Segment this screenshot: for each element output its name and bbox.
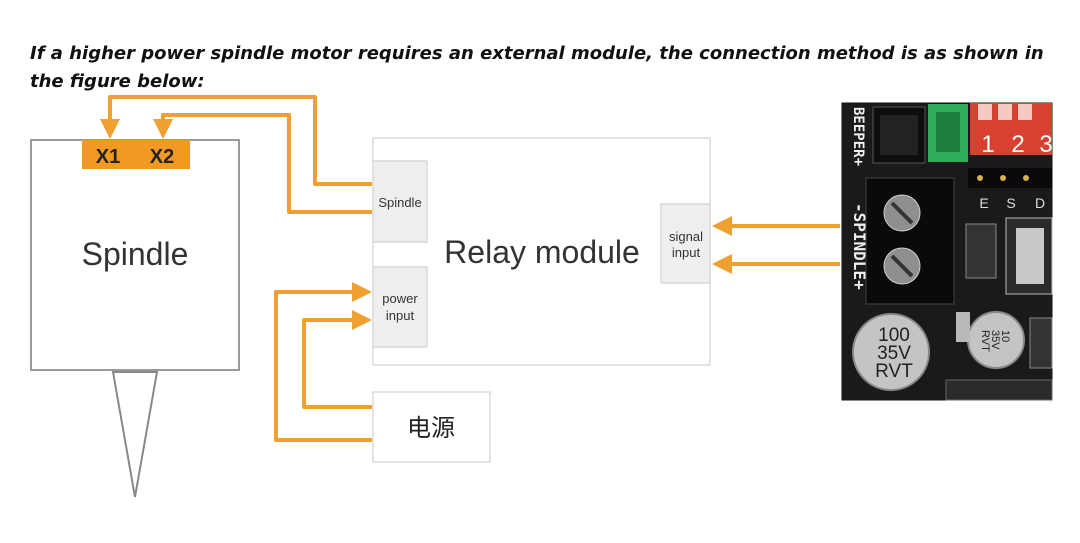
dip-number-1: 1 [981,131,994,158]
spindle-label: -SPINDLE+ [850,203,869,290]
header-letter-e: E [979,195,988,211]
wire-spindle-to-x1 [100,95,372,186]
spindle-motor: X1 X2 Spindle [30,139,240,498]
wire-power-2 [302,310,372,409]
spindle-terminal-block [82,140,190,169]
dip-number-3: 3 [1039,131,1052,158]
relay-power-port-label-1: power [382,291,418,306]
wires [100,95,840,442]
cap-small-line-3: RVT [979,330,991,352]
terminal-x2-label: X2 [150,146,174,168]
relay-signal-port [660,203,711,284]
cap-large-line-2: 35V [877,343,911,364]
spindle-title: Spindle [82,236,189,272]
wire-spindle-to-x2 [153,113,372,214]
relay-signal-port-label-1: signal [669,229,703,244]
cap-small-line-1: 10 [999,330,1011,342]
relay-power-port [372,266,428,348]
power-source-label: 电源 [407,414,455,442]
header-letter-d: D [1035,195,1045,211]
relay-power-port-label-2: input [386,308,415,323]
relay-spindle-port [372,160,428,243]
cap-large-line-1: 100 [878,325,910,346]
dip-number-2: 2 [1011,131,1024,158]
relay-module: Spindle power input signal input Relay m… [372,137,711,366]
instruction-heading: If a higher power spindle motor requires… [30,43,1044,92]
capacitor-large [852,313,930,391]
controller-board: 1 2 3 E S D BEEPER+ -SPINDLE+ 100 35V RV… [841,102,1053,401]
wire-power-1 [274,282,372,442]
terminal-x1-label: X1 [96,146,120,168]
power-source: 电源 [372,391,491,463]
cap-large-line-3: RVT [875,361,913,382]
cap-small-line-2: 35V [989,330,1001,350]
relay-signal-port-label-2: input [672,245,701,260]
relay-title: Relay module [444,234,640,270]
header-letter-s: S [1006,195,1015,211]
spindle-bit-icon [111,371,159,498]
relay-spindle-port-label: Spindle [378,195,421,210]
beeper-label: BEEPER+ [850,107,866,166]
